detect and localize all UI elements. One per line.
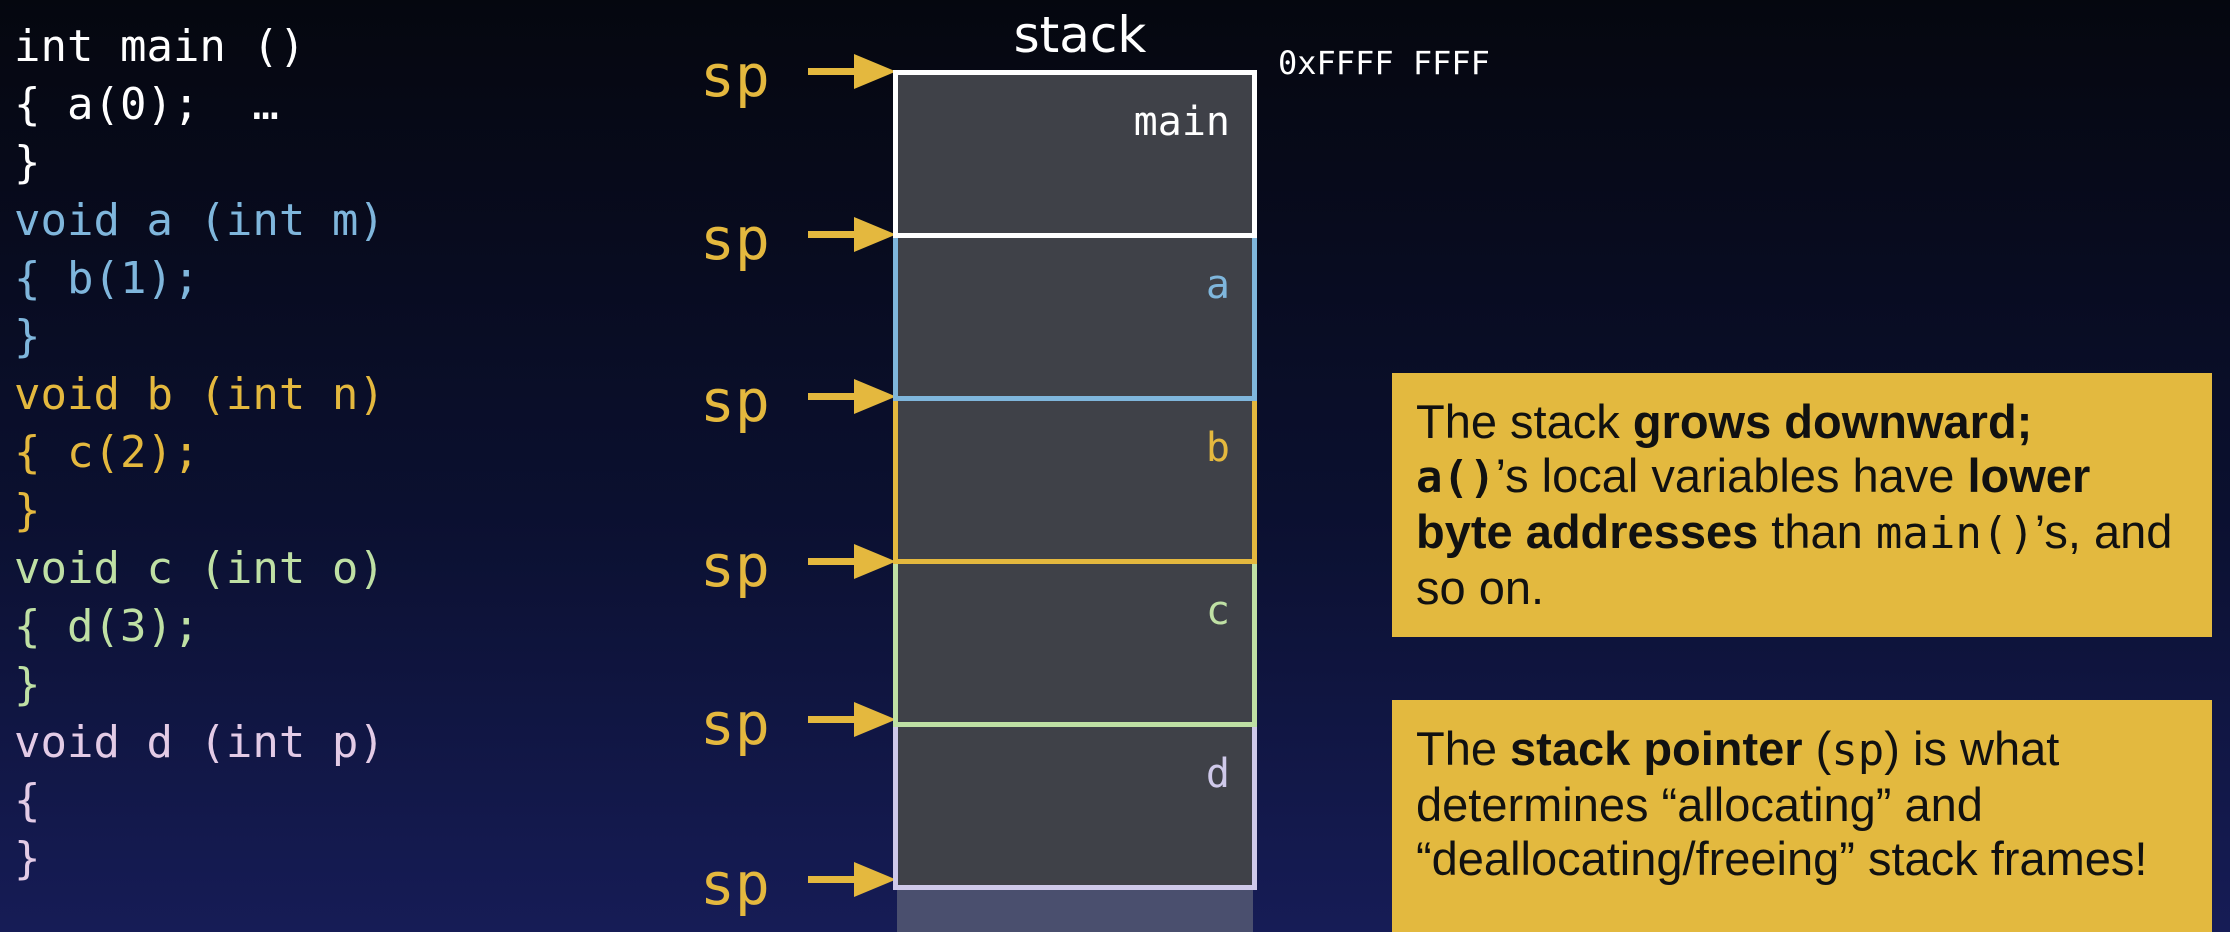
code-line: } [14, 311, 41, 362]
stack-column: main a b c d [893, 70, 1257, 932]
stack-frame-label: a [1205, 262, 1230, 308]
sp-arrow-icon [808, 217, 896, 252]
stack-title: stack [1013, 6, 1147, 64]
code-line: } [14, 659, 41, 710]
code-line: void c (int o) [14, 543, 385, 594]
sp-arrow-icon [808, 702, 896, 737]
top-address-label: 0xFFFF FFFF [1278, 44, 1490, 82]
sp-marker: sp [700, 367, 900, 435]
sp-arrow-icon [808, 544, 896, 579]
code-line: { b(1); [14, 253, 200, 304]
code-line: void b (int n) [14, 369, 385, 420]
code-line: } [14, 485, 41, 536]
stack-frame-label: main [1133, 99, 1230, 145]
code-line: void d (int p) [14, 717, 385, 768]
stack-unused-region [897, 883, 1253, 932]
note-grows-downward: The stack grows downward; a()’s local va… [1392, 373, 2212, 637]
code-line: } [14, 833, 41, 884]
sp-marker: sp [700, 690, 900, 758]
code-line: { a(0); … [14, 79, 279, 130]
sp-label: sp [700, 690, 770, 758]
sp-arrow-icon [808, 379, 896, 414]
sp-label: sp [700, 42, 770, 110]
stack-frame-d: d [893, 722, 1257, 890]
stack-frame-main: main [893, 70, 1257, 238]
stack-frame-label: d [1205, 751, 1230, 797]
code-line: } [14, 137, 41, 188]
code-line: { [14, 775, 41, 826]
stack-frame-b: b [893, 396, 1257, 564]
code-line: void a (int m) [14, 195, 385, 246]
note-stack-pointer: The stack pointer (sp) is what determine… [1392, 700, 2212, 932]
stack-frame-label: c [1205, 588, 1230, 634]
stack-frame-c: c [893, 559, 1257, 727]
code-line: { c(2); [14, 427, 200, 478]
code-line: int main () [14, 21, 306, 72]
sp-marker: sp [700, 42, 900, 110]
sp-marker: sp [700, 205, 900, 273]
sp-label: sp [700, 367, 770, 435]
sp-marker: sp [700, 532, 900, 600]
code-listing: int main () { a(0); …} void a (int m) { b(1… [14, 18, 385, 888]
sp-label: sp [700, 850, 770, 918]
sp-marker: sp [700, 850, 900, 918]
sp-label: sp [700, 205, 770, 273]
sp-arrow-icon [808, 54, 896, 89]
code-line: { d(3); [14, 601, 200, 652]
stack-frame-label: b [1205, 425, 1230, 471]
sp-label: sp [700, 532, 770, 600]
sp-arrow-icon [808, 862, 896, 897]
stack-frame-a: a [893, 233, 1257, 401]
